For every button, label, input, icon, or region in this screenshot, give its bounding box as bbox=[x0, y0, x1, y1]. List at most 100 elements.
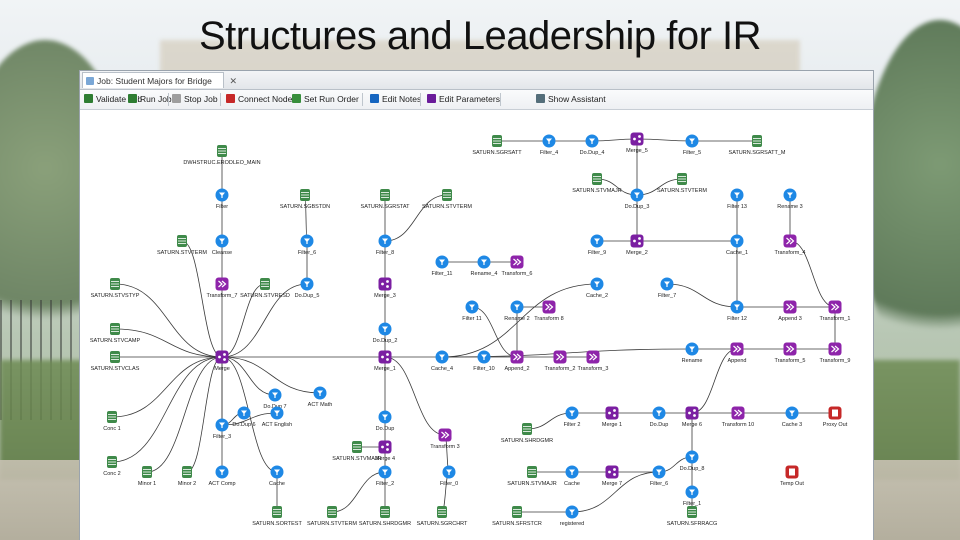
node-source[interactable] bbox=[510, 505, 524, 519]
node-transform[interactable] bbox=[510, 350, 524, 364]
node-transform[interactable] bbox=[553, 350, 567, 364]
node-filter[interactable] bbox=[300, 277, 314, 291]
node-filter[interactable] bbox=[378, 410, 392, 424]
node-merge[interactable] bbox=[630, 132, 644, 146]
run-button[interactable]: Run Job bbox=[128, 90, 172, 109]
node-transform[interactable] bbox=[783, 342, 797, 356]
node-transform[interactable] bbox=[828, 300, 842, 314]
node-filter[interactable] bbox=[660, 277, 674, 291]
node-filter[interactable] bbox=[685, 342, 699, 356]
node-filter[interactable] bbox=[685, 485, 699, 499]
node-filter[interactable] bbox=[590, 234, 604, 248]
node-filter[interactable] bbox=[313, 386, 327, 400]
node-filter[interactable] bbox=[477, 350, 491, 364]
node-filter[interactable] bbox=[215, 234, 229, 248]
close-icon[interactable]: ✕ bbox=[229, 76, 237, 86]
node-source[interactable] bbox=[525, 465, 539, 479]
node-filter[interactable] bbox=[730, 300, 744, 314]
node-filter[interactable] bbox=[378, 322, 392, 336]
node-filter[interactable] bbox=[565, 465, 579, 479]
node-filter[interactable] bbox=[442, 465, 456, 479]
node-source[interactable] bbox=[590, 172, 604, 186]
notes-button[interactable]: Edit Notes bbox=[370, 90, 421, 109]
node-transform[interactable] bbox=[510, 255, 524, 269]
node-filter[interactable] bbox=[783, 188, 797, 202]
node-transform[interactable] bbox=[215, 277, 229, 291]
node-filter[interactable] bbox=[652, 465, 666, 479]
node-source[interactable] bbox=[440, 188, 454, 202]
node-filter[interactable] bbox=[215, 465, 229, 479]
node-filter[interactable] bbox=[785, 406, 799, 420]
node-source[interactable] bbox=[435, 505, 449, 519]
node-transform[interactable] bbox=[783, 234, 797, 248]
node-source[interactable] bbox=[108, 350, 122, 364]
parameters-button[interactable]: Edit Parameters bbox=[427, 90, 500, 109]
assistant-button[interactable]: Show Assistant bbox=[536, 90, 606, 109]
node-source[interactable] bbox=[675, 172, 689, 186]
node-filter[interactable] bbox=[477, 255, 491, 269]
node-filter[interactable] bbox=[435, 350, 449, 364]
node-filter[interactable] bbox=[565, 505, 579, 519]
node-transform[interactable] bbox=[730, 342, 744, 356]
node-source[interactable] bbox=[490, 134, 504, 148]
node-filter[interactable] bbox=[730, 188, 744, 202]
node-transform[interactable] bbox=[586, 350, 600, 364]
node-filter[interactable] bbox=[270, 406, 284, 420]
node-transform[interactable] bbox=[828, 342, 842, 356]
node-filter[interactable] bbox=[378, 465, 392, 479]
node-filter[interactable] bbox=[465, 300, 479, 314]
node-filter[interactable] bbox=[542, 134, 556, 148]
node-source[interactable] bbox=[175, 234, 189, 248]
node-filter[interactable] bbox=[590, 277, 604, 291]
node-source[interactable] bbox=[685, 505, 699, 519]
node-source[interactable] bbox=[180, 465, 194, 479]
node-filter[interactable] bbox=[510, 300, 524, 314]
node-output[interactable] bbox=[785, 465, 799, 479]
node-source[interactable] bbox=[108, 277, 122, 291]
node-filter[interactable] bbox=[630, 188, 644, 202]
node-filter[interactable] bbox=[435, 255, 449, 269]
node-filter[interactable] bbox=[237, 406, 251, 420]
node-transform[interactable] bbox=[438, 428, 452, 442]
node-source[interactable] bbox=[108, 322, 122, 336]
tab-job[interactable]: Job: Student Majors for Bridge ✕ bbox=[82, 72, 237, 88]
node-source[interactable] bbox=[378, 505, 392, 519]
node-merge[interactable] bbox=[605, 406, 619, 420]
node-source[interactable] bbox=[750, 134, 764, 148]
node-filter[interactable] bbox=[652, 406, 666, 420]
node-merge[interactable] bbox=[685, 406, 699, 420]
node-source[interactable] bbox=[258, 277, 272, 291]
node-merge[interactable] bbox=[630, 234, 644, 248]
validate-button[interactable]: Validate Job bbox=[84, 90, 142, 109]
node-filter[interactable] bbox=[685, 450, 699, 464]
connect-button[interactable]: Connect Nodes bbox=[226, 90, 297, 109]
node-transform[interactable] bbox=[542, 300, 556, 314]
node-source[interactable] bbox=[298, 188, 312, 202]
node-merge[interactable] bbox=[378, 440, 392, 454]
node-filter[interactable] bbox=[685, 134, 699, 148]
node-source[interactable] bbox=[215, 144, 229, 158]
node-filter[interactable] bbox=[300, 234, 314, 248]
node-merge[interactable] bbox=[605, 465, 619, 479]
node-source[interactable] bbox=[350, 440, 364, 454]
node-source[interactable] bbox=[325, 505, 339, 519]
node-merge[interactable] bbox=[215, 350, 229, 364]
node-source[interactable] bbox=[105, 455, 119, 469]
node-filter[interactable] bbox=[378, 234, 392, 248]
node-filter[interactable] bbox=[730, 234, 744, 248]
node-source[interactable] bbox=[105, 410, 119, 424]
node-filter[interactable] bbox=[268, 388, 282, 402]
node-source[interactable] bbox=[520, 422, 534, 436]
run-order-button[interactable]: Set Run Order bbox=[292, 90, 359, 109]
node-source[interactable] bbox=[378, 188, 392, 202]
node-filter[interactable] bbox=[585, 134, 599, 148]
node-filter[interactable] bbox=[215, 418, 229, 432]
node-filter[interactable] bbox=[565, 406, 579, 420]
node-output[interactable] bbox=[828, 406, 842, 420]
stop-button[interactable]: Stop Job bbox=[172, 90, 218, 109]
node-transform[interactable] bbox=[731, 406, 745, 420]
job-canvas[interactable]: SATURN.SGRSATT Filter_4 Do.Dup_4 Merge_5… bbox=[80, 110, 873, 540]
node-source[interactable] bbox=[270, 505, 284, 519]
node-transform[interactable] bbox=[783, 300, 797, 314]
node-filter[interactable] bbox=[270, 465, 284, 479]
